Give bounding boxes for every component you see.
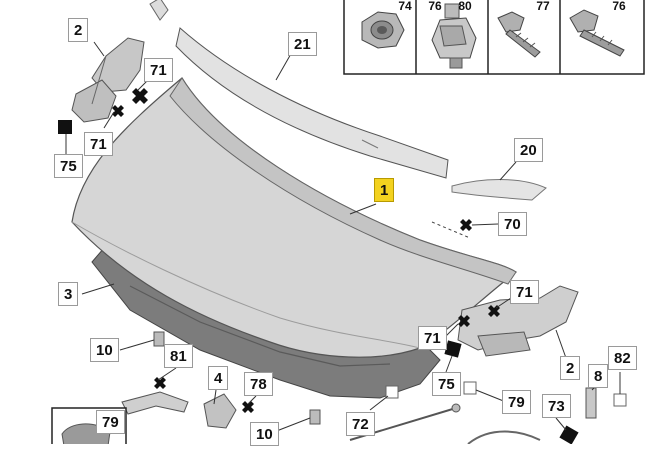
callout-71-upper-b[interactable]: 71 xyxy=(84,132,113,156)
callout-82[interactable]: 82 xyxy=(608,346,637,370)
callout-72[interactable]: 72 xyxy=(346,412,375,436)
cross-marker-icon-71a xyxy=(132,88,148,104)
square-marker-icon-73 xyxy=(559,425,579,445)
hood-latch-4 xyxy=(203,393,237,429)
callout-75-right[interactable]: 75 xyxy=(432,372,461,396)
fastener-ref-80: 80 xyxy=(458,0,472,12)
open-square-marker-icon-79 xyxy=(463,381,477,395)
callout-70[interactable]: 70 xyxy=(498,212,527,236)
callout-1-highlighted[interactable]: 1 xyxy=(374,178,395,202)
grommet-10b xyxy=(309,409,321,425)
cross-marker-icon-81 xyxy=(154,377,166,389)
hood-seal-strip xyxy=(149,0,449,179)
trim-piece-20 xyxy=(451,179,547,201)
self-tapping-screw-icon xyxy=(569,9,625,57)
clip-marker-icons xyxy=(112,88,500,413)
fastener-ref-77: 77 xyxy=(536,0,550,12)
grommet-10a xyxy=(153,331,165,347)
callout-81[interactable]: 81 xyxy=(164,344,193,368)
cross-marker-icon-78 xyxy=(242,401,254,413)
callout-75-upper[interactable]: 75 xyxy=(54,154,83,178)
left-hinge-upper xyxy=(71,37,145,123)
striker-8 xyxy=(585,387,597,419)
open-square-marker-icon-72 xyxy=(385,385,399,399)
bracket-81 xyxy=(121,391,189,415)
release-cable xyxy=(467,430,541,445)
callout-21[interactable]: 21 xyxy=(288,32,317,56)
callout-79-inset[interactable]: 79 xyxy=(96,410,125,434)
right-hinge-lower xyxy=(457,285,579,357)
bonnet-panel xyxy=(71,77,518,358)
callout-2-upper[interactable]: 2 xyxy=(68,18,89,42)
callout-10-bottom[interactable]: 10 xyxy=(250,422,279,446)
callout-20[interactable]: 20 xyxy=(514,138,543,162)
callout-71-upper-a[interactable]: 71 xyxy=(144,58,173,82)
callout-4[interactable]: 4 xyxy=(208,366,229,390)
cross-marker-icon-71d xyxy=(458,315,470,327)
callout-71-right-a[interactable]: 71 xyxy=(510,280,539,304)
fastener-ref-76b: 76 xyxy=(612,0,626,12)
flange-bolt-icon xyxy=(497,11,541,58)
fastener-ref-76a: 76 xyxy=(428,0,442,12)
open-square-marker-icon-82 xyxy=(613,393,627,407)
square-marker-icon-75b xyxy=(444,340,462,358)
cross-marker-icon-70 xyxy=(460,219,472,231)
fastener-inset xyxy=(343,0,645,75)
callout-71-right-b[interactable]: 71 xyxy=(418,326,447,350)
clip-nut-icon xyxy=(431,3,477,69)
fastener-ref-74: 74 xyxy=(398,0,412,12)
callout-3[interactable]: 3 xyxy=(58,282,79,306)
callout-73[interactable]: 73 xyxy=(542,394,571,418)
callout-8[interactable]: 8 xyxy=(588,364,609,388)
cross-marker-icon-71b xyxy=(112,105,124,117)
callout-79-right[interactable]: 79 xyxy=(502,390,531,414)
callout-78[interactable]: 78 xyxy=(244,372,273,396)
flange-nut-icon xyxy=(361,11,405,49)
callout-2-right[interactable]: 2 xyxy=(560,356,581,380)
callout-10-left[interactable]: 10 xyxy=(90,338,119,362)
square-marker-icon-75a xyxy=(58,120,72,134)
cross-marker-icon-71c xyxy=(488,305,500,317)
